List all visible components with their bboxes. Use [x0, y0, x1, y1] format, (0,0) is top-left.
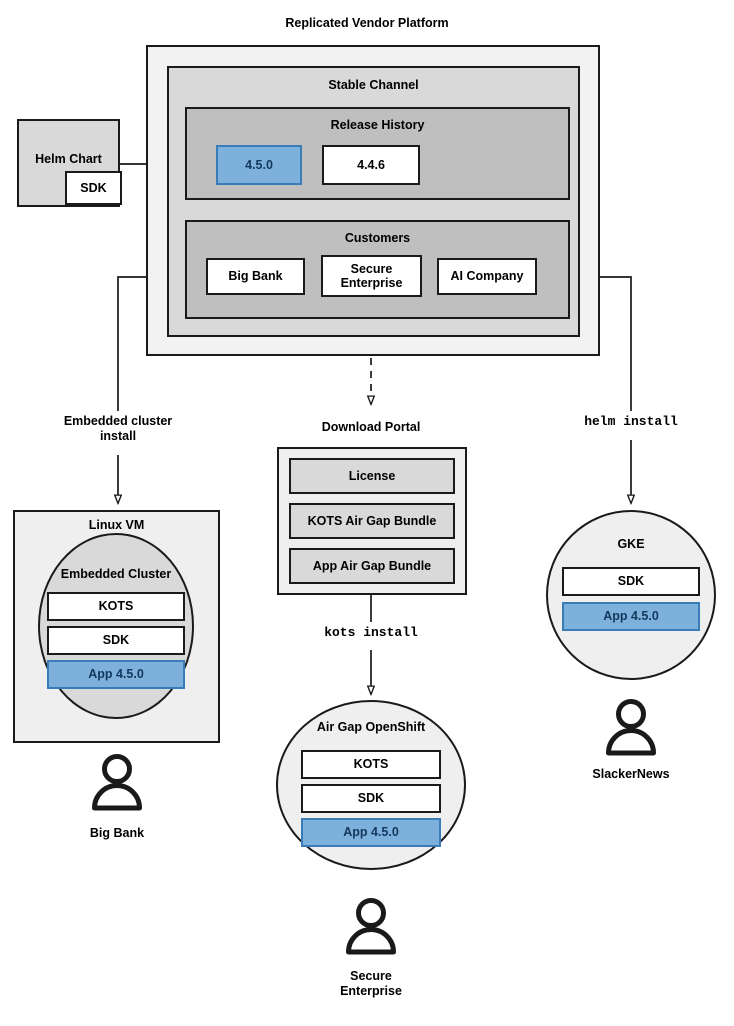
- diagram-title: Replicated Vendor Platform: [285, 16, 449, 30]
- install-label-embedded: Embedded cluster install: [63, 414, 173, 443]
- linux-vm-title: Linux VM: [88, 518, 145, 532]
- portal-artifact-app-air-gap-bundle[interactable]: App Air Gap Bundle: [289, 548, 455, 584]
- linux-vm-component-app[interactable]: App 4.5.0: [47, 660, 185, 689]
- gke-title: GKE: [617, 537, 645, 551]
- portal-artifact-license[interactable]: License: [289, 458, 455, 494]
- linux-vm-component-sdk[interactable]: SDK: [47, 626, 185, 655]
- install-label-kots: kots install: [324, 625, 418, 640]
- openshift-component-sdk[interactable]: SDK: [301, 784, 441, 813]
- openshift-component-kots[interactable]: KOTS: [301, 750, 441, 779]
- embedded-cluster-title: Embedded Cluster: [60, 567, 172, 581]
- person-icon-big-bank: [92, 754, 142, 811]
- download-portal-title: Download Portal: [321, 420, 421, 434]
- stable-channel-title: Stable Channel: [328, 78, 419, 92]
- person-icon-slackernews: [606, 699, 656, 756]
- gke-component-app[interactable]: App 4.5.0: [562, 602, 700, 631]
- portal-artifact-kots-air-gap-bundle[interactable]: KOTS Air Gap Bundle: [289, 503, 455, 539]
- customer-chip-secure-enterprise[interactable]: Secure Enterprise: [321, 255, 422, 297]
- persona-label-secure-enterprise: Secure Enterprise: [340, 969, 402, 998]
- install-label-helm: helm install: [584, 414, 678, 429]
- person-icon-secure-enterprise: [346, 898, 396, 955]
- persona-label-slackernews: SlackerNews: [592, 767, 670, 781]
- persona-label-big-bank: Big Bank: [89, 826, 145, 840]
- customer-chip-ai-company[interactable]: AI Company: [437, 258, 537, 295]
- release-chip-4-5-0[interactable]: 4.5.0: [216, 145, 302, 185]
- openshift-component-app[interactable]: App 4.5.0: [301, 818, 441, 847]
- release-history-title: Release History: [330, 118, 425, 132]
- helm-chart-sdk-chip[interactable]: SDK: [65, 171, 122, 205]
- helm-chart-label: Helm Chart: [35, 152, 102, 166]
- air-gap-openshift-title: Air Gap OpenShift: [316, 720, 426, 734]
- gke-component-sdk[interactable]: SDK: [562, 567, 700, 596]
- linux-vm-component-kots[interactable]: KOTS: [47, 592, 185, 621]
- customer-chip-big-bank[interactable]: Big Bank: [206, 258, 305, 295]
- customers-title: Customers: [344, 231, 411, 245]
- release-chip-4-4-6[interactable]: 4.4.6: [322, 145, 420, 185]
